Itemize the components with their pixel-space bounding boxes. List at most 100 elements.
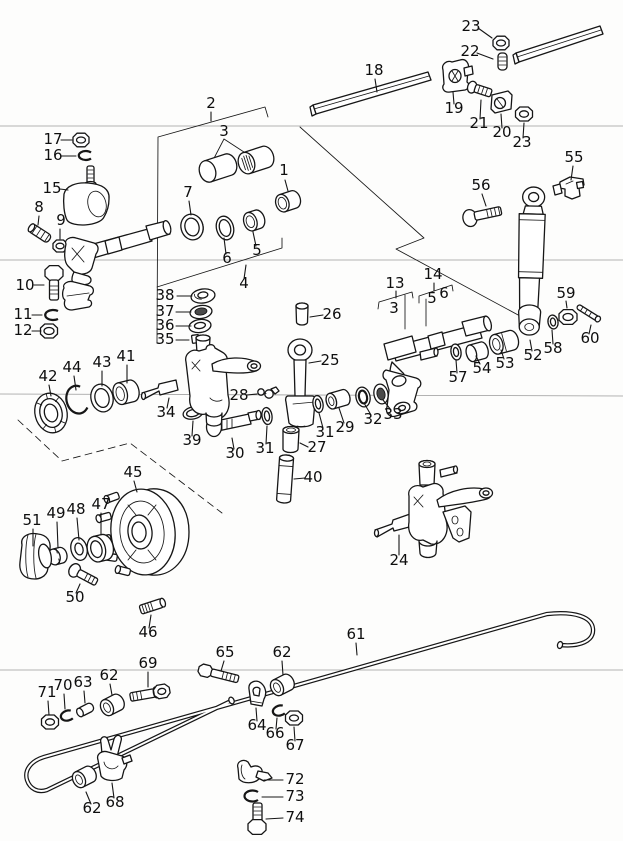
leader-line-34 bbox=[166, 397, 170, 409]
leader-line-27 bbox=[299, 442, 309, 448]
leader-line-6 bbox=[223, 237, 227, 255]
part-label-57: 57 bbox=[448, 368, 467, 386]
part-label-21: 21 bbox=[469, 114, 488, 132]
part-label-2: 2 bbox=[206, 94, 216, 112]
part-label-8: 8 bbox=[34, 198, 44, 216]
stud-46 bbox=[138, 597, 167, 615]
bolt-50 bbox=[68, 563, 99, 586]
link-pin-25 bbox=[284, 338, 317, 428]
screw-22 bbox=[497, 52, 508, 71]
part-label-62: 62 bbox=[82, 799, 101, 817]
part-label-3: 3 bbox=[219, 122, 229, 140]
clamp-19 bbox=[441, 58, 474, 93]
grease-nipple-28 bbox=[257, 386, 280, 399]
part-label-50: 50 bbox=[65, 588, 84, 606]
part-label-6: 6 bbox=[222, 249, 232, 267]
part-label-48: 48 bbox=[66, 500, 85, 518]
part-label-6: 6 bbox=[439, 284, 449, 302]
clamp-64 bbox=[248, 680, 267, 707]
clamp-68 bbox=[96, 734, 133, 782]
part-label-59: 59 bbox=[556, 284, 575, 302]
nut-59 bbox=[558, 308, 578, 326]
bolt-56 bbox=[462, 206, 503, 228]
part-label-37: 37 bbox=[155, 302, 174, 320]
part-label-34: 34 bbox=[156, 403, 175, 421]
wheel-hub-45 bbox=[95, 488, 190, 577]
leader-line-67 bbox=[293, 726, 296, 742]
leader-line-20 bbox=[500, 113, 503, 129]
leader-line-45 bbox=[133, 480, 138, 493]
seal-36 bbox=[188, 318, 212, 334]
seal-7 bbox=[180, 213, 204, 241]
part-label-27: 27 bbox=[307, 438, 326, 456]
washer-31-left bbox=[261, 406, 273, 426]
part-label-12: 12 bbox=[13, 321, 32, 339]
part-label-60: 60 bbox=[580, 329, 599, 347]
part-label-52: 52 bbox=[523, 346, 542, 364]
part-label-63: 63 bbox=[73, 673, 92, 691]
screw-21 bbox=[466, 80, 493, 98]
part-label-24: 24 bbox=[389, 551, 408, 569]
leader-line-53 bbox=[500, 349, 505, 360]
seal-38 bbox=[190, 288, 216, 304]
bushing-27 bbox=[282, 425, 300, 454]
bracket-assembly-2 bbox=[156, 106, 283, 344]
nut-67 bbox=[284, 710, 304, 726]
bushing-53 bbox=[488, 329, 520, 355]
part-label-56: 56 bbox=[471, 176, 490, 194]
leader-line-70 bbox=[63, 693, 66, 710]
leader-line-62 bbox=[281, 660, 284, 676]
nut-23-bottom bbox=[514, 106, 534, 122]
washer-58 bbox=[547, 314, 559, 330]
part-label-51: 51 bbox=[22, 511, 41, 529]
leader-line-40 bbox=[293, 477, 306, 480]
part-label-71: 71 bbox=[37, 683, 56, 701]
part-label-26: 26 bbox=[322, 305, 341, 323]
part-label-43: 43 bbox=[92, 353, 111, 371]
part-label-40: 40 bbox=[303, 468, 322, 486]
part-label-20: 20 bbox=[492, 123, 511, 141]
leader-line-65 bbox=[220, 660, 225, 672]
leader-line-57 bbox=[455, 359, 458, 374]
washer-57 bbox=[450, 343, 462, 361]
part-label-70: 70 bbox=[53, 676, 72, 694]
part-label-39: 39 bbox=[182, 431, 201, 449]
ring-43 bbox=[90, 383, 114, 413]
part-label-22: 22 bbox=[460, 42, 479, 60]
part-label-15: 15 bbox=[42, 179, 61, 197]
ring-6 bbox=[215, 215, 235, 241]
grease-cap-51 bbox=[19, 532, 53, 580]
part-label-36: 36 bbox=[155, 316, 174, 334]
bushing-5 bbox=[242, 209, 266, 232]
part-label-35: 35 bbox=[155, 330, 174, 348]
torsion-bar-18-right bbox=[512, 25, 604, 65]
leader-line-60 bbox=[588, 324, 592, 335]
nut-71 bbox=[40, 714, 60, 730]
assembly-brackets bbox=[156, 106, 454, 344]
seal-37 bbox=[189, 304, 213, 320]
snap-ring-44 bbox=[65, 384, 89, 415]
leader-line-56 bbox=[481, 193, 487, 207]
bump-stop-15 bbox=[62, 165, 110, 226]
part-label-30: 30 bbox=[225, 444, 244, 462]
steering-knuckle-34 bbox=[140, 334, 262, 427]
leader-line-1 bbox=[284, 179, 289, 192]
part-label-13: 13 bbox=[385, 274, 404, 292]
bracket-assembly-14 bbox=[418, 284, 454, 327]
leader-line-33 bbox=[382, 399, 392, 411]
shock-absorber-52 bbox=[517, 186, 546, 336]
leader-line-39 bbox=[191, 420, 194, 437]
part-label-16: 16 bbox=[43, 146, 62, 164]
leader-line-55 bbox=[570, 165, 574, 181]
bearing-42 bbox=[34, 392, 68, 434]
part-label-25: 25 bbox=[320, 351, 339, 369]
leader-line-66 bbox=[275, 717, 278, 730]
leader-line-50 bbox=[75, 583, 81, 594]
leader-line-61 bbox=[355, 642, 358, 656]
bolt-65 bbox=[197, 663, 240, 684]
leader-line-4 bbox=[243, 264, 247, 280]
part-label-54: 54 bbox=[472, 359, 491, 377]
